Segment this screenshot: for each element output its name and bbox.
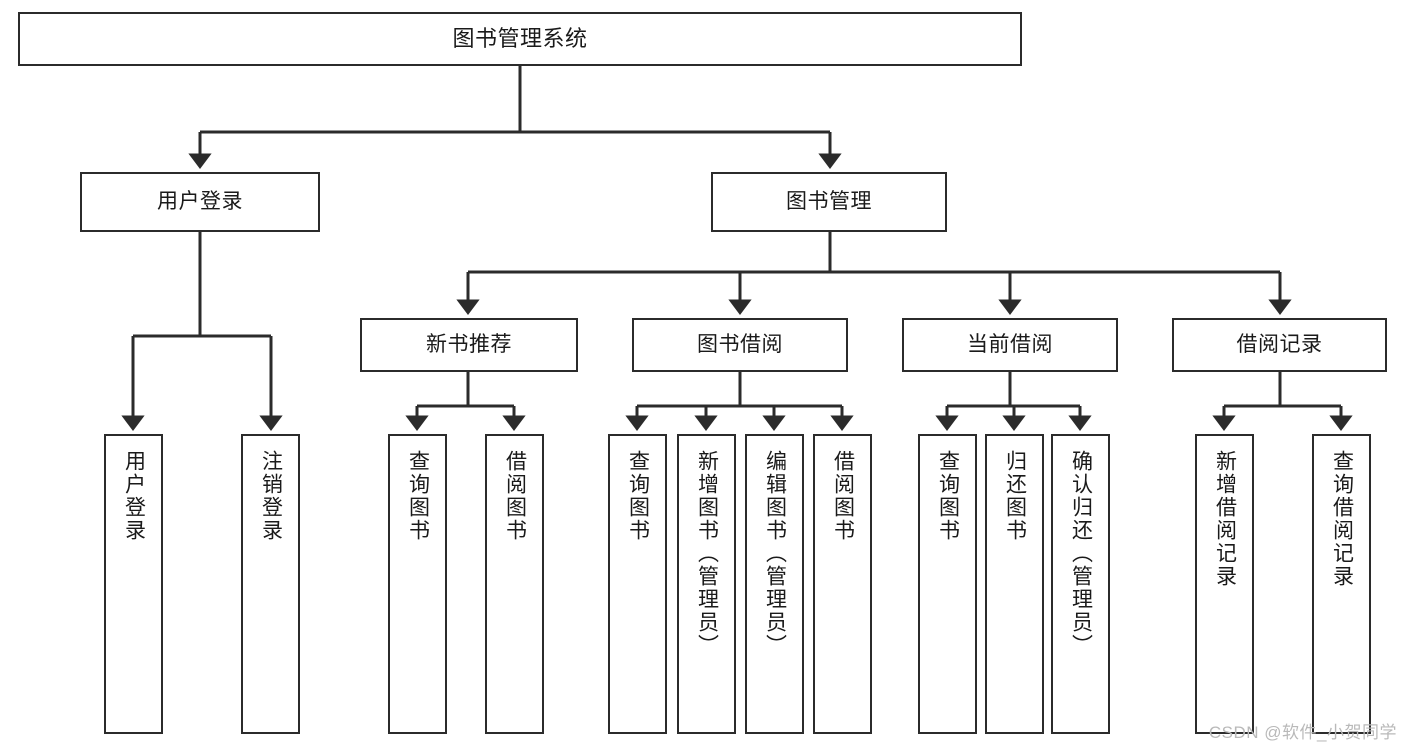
node-new-book-recommend[interactable]: 新书推荐 bbox=[360, 318, 578, 372]
leaf-edit-book-label: 编辑图书（管理员） bbox=[763, 450, 787, 657]
leaf-add-book-label: 新增图书（管理员） bbox=[695, 450, 719, 657]
node-user-login[interactable]: 用户登录 bbox=[80, 172, 320, 232]
leaf-return-book[interactable]: 归还图书 bbox=[985, 434, 1044, 734]
node-borrow-record[interactable]: 借阅记录 bbox=[1172, 318, 1387, 372]
leaf-user-login-label: 用户登录 bbox=[122, 450, 146, 542]
node-user-login-label: 用户登录 bbox=[157, 190, 243, 214]
leaf-edit-book[interactable]: 编辑图书（管理员） bbox=[745, 434, 804, 734]
leaf-borrow-book-1-label: 借阅图书 bbox=[503, 450, 527, 542]
leaf-add-record-label: 新增借阅记录 bbox=[1213, 450, 1237, 588]
leaf-user-logout[interactable]: 注销登录 bbox=[241, 434, 300, 734]
leaf-borrow-book-2-label: 借阅图书 bbox=[831, 450, 855, 542]
node-root-label: 图书管理系统 bbox=[452, 25, 588, 51]
leaf-query-record-label: 查询借阅记录 bbox=[1330, 450, 1354, 588]
leaf-query-book-1-label: 查询图书 bbox=[406, 450, 430, 542]
leaf-query-book-3-label: 查询图书 bbox=[936, 450, 960, 542]
node-book-manage-label: 图书管理 bbox=[786, 190, 872, 214]
leaf-query-record[interactable]: 查询借阅记录 bbox=[1312, 434, 1371, 734]
leaf-add-book[interactable]: 新增图书（管理员） bbox=[677, 434, 736, 734]
leaf-query-book-1[interactable]: 查询图书 bbox=[388, 434, 447, 734]
leaf-borrow-book-2[interactable]: 借阅图书 bbox=[813, 434, 872, 734]
leaf-borrow-book-1[interactable]: 借阅图书 bbox=[485, 434, 544, 734]
node-borrow-record-label: 借阅记录 bbox=[1236, 333, 1323, 357]
node-current-borrow-label: 当前借阅 bbox=[967, 333, 1053, 357]
leaf-add-record[interactable]: 新增借阅记录 bbox=[1195, 434, 1254, 734]
leaf-return-book-label: 归还图书 bbox=[1003, 450, 1027, 542]
node-book-borrow-label: 图书借阅 bbox=[697, 333, 783, 357]
leaf-confirm-return-label: 确认归还（管理员） bbox=[1069, 450, 1093, 657]
leaf-query-book-2[interactable]: 查询图书 bbox=[608, 434, 667, 734]
node-current-borrow[interactable]: 当前借阅 bbox=[902, 318, 1118, 372]
node-book-manage[interactable]: 图书管理 bbox=[711, 172, 947, 232]
leaf-confirm-return[interactable]: 确认归还（管理员） bbox=[1051, 434, 1110, 734]
leaf-user-logout-label: 注销登录 bbox=[259, 450, 283, 542]
node-book-borrow[interactable]: 图书借阅 bbox=[632, 318, 848, 372]
leaf-query-book-3[interactable]: 查询图书 bbox=[918, 434, 977, 734]
leaf-user-login[interactable]: 用户登录 bbox=[104, 434, 163, 734]
node-root[interactable]: 图书管理系统 bbox=[18, 12, 1022, 66]
node-new-book-recommend-label: 新书推荐 bbox=[426, 333, 512, 357]
leaf-query-book-2-label: 查询图书 bbox=[626, 450, 650, 542]
